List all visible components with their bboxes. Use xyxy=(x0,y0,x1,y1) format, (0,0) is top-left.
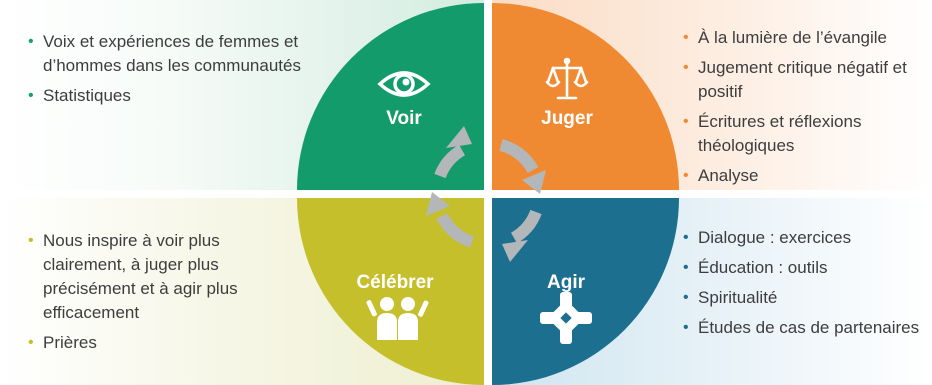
list-item: Prières xyxy=(28,331,293,355)
list-item: Nous inspire à voir plus clairement, à j… xyxy=(28,229,293,325)
agir-list: Dialogue : exercices Éducation : outils … xyxy=(683,226,923,346)
juger-label: Juger xyxy=(541,108,593,129)
eye-icon xyxy=(377,71,431,97)
juger-list: À la lumière de l’évangile Jugement crit… xyxy=(683,26,923,194)
agir-sector xyxy=(492,198,679,385)
scales-icon xyxy=(545,57,589,100)
list-item: Jugement critique négatif et positif xyxy=(683,56,923,104)
celebrer-sector xyxy=(297,198,484,385)
people-celebrating-icon xyxy=(366,297,429,340)
list-item: Éducation : outils xyxy=(683,256,923,280)
list-item: Voix et expériences de femmes et d’homme… xyxy=(28,30,308,78)
list-item: Analyse xyxy=(683,164,923,188)
list-item: Dialogue : exercices xyxy=(683,226,923,250)
list-item: À la lumière de l’évangile xyxy=(683,26,923,50)
celebrer-list: Nous inspire à voir plus clairement, à j… xyxy=(28,229,293,361)
juger-sector xyxy=(492,3,679,190)
celebrer-label: Célébrer xyxy=(356,272,434,293)
joined-hands-icon xyxy=(540,292,592,344)
cycle-arrowheads xyxy=(426,126,546,262)
voir-list: Voix et expériences de femmes et d’homme… xyxy=(28,30,308,114)
list-item: Spiritualité xyxy=(683,286,923,310)
list-item: Études de cas de partenaires xyxy=(683,316,923,340)
list-item: Statistiques xyxy=(28,84,308,108)
voir-sector xyxy=(297,3,484,190)
cycle-arrows-icon xyxy=(434,139,542,248)
voir-label: Voir xyxy=(386,108,422,129)
agir-label: Agir xyxy=(547,272,585,293)
list-item: Écritures et réflexions théologiques xyxy=(683,110,923,158)
